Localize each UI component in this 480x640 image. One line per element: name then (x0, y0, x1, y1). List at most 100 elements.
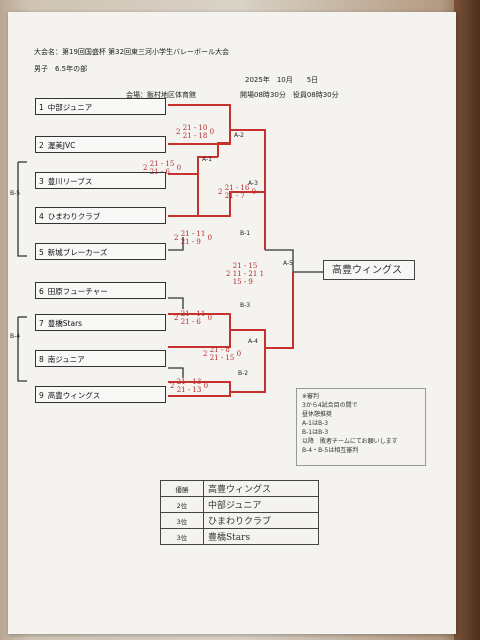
bracket-lines (17, 104, 323, 397)
sets-won-right: 0 (236, 350, 242, 358)
sets-won-left: 2 (218, 188, 223, 196)
set-score: 21 - 13 (176, 378, 202, 386)
sets-won-right: 0 (207, 234, 213, 242)
team-number: 8 (39, 355, 44, 364)
sets-won-left: 2 (174, 234, 179, 242)
bracket-sheet: 大会名：第19回国盛杯 第32回東三河小学生バレーボール大会 男子 6.5年の部… (8, 12, 456, 634)
notes-line: B-1はB-3 (302, 429, 329, 436)
notes-title: ※審判 (302, 393, 320, 400)
set-score: 11 - 21 (232, 270, 258, 278)
category-label: 男子 6.5年の部 (34, 65, 88, 73)
rank-place: 2位 (160, 496, 204, 513)
match-label-a1: A-1 (202, 156, 212, 163)
set-score: 15 - 9 (232, 278, 253, 286)
team-name: 田原フューチャー (47, 287, 108, 296)
set-score: 21 - 15 (149, 160, 175, 168)
notes-line: 3から4試合目の間で (302, 402, 358, 409)
team-number: 2 (39, 141, 44, 150)
sets-won-right: 0 (251, 188, 257, 196)
sets-won-left: 2 (170, 382, 175, 390)
sets-won-right: 1 (259, 270, 265, 278)
team-name: ひまわりクラブ (47, 212, 101, 221)
sets-won-left: 2 (203, 350, 208, 358)
match-label-a2: A-2 (234, 132, 244, 139)
team-name: 高豊ウィングス (47, 391, 101, 400)
match-label-b3: B-3 (240, 302, 251, 309)
set-score: 21 - 15 (209, 354, 235, 362)
rank-team: 中部ジュニア (203, 496, 319, 513)
rank-place: 3位 (160, 528, 204, 545)
team-number: 4 (39, 212, 44, 221)
team-number: 6 (39, 287, 44, 296)
sets-won-right: 0 (207, 314, 213, 322)
set-score: 21 - 11 (180, 230, 206, 238)
notes-line: B-4・B-5は相互審判 (302, 447, 359, 454)
match-label-b5: B-5 (10, 190, 21, 197)
sets-won-left: 2 (226, 270, 231, 278)
set-score: 21 - 6 (180, 318, 201, 326)
team-name: 豊川リーブス (47, 177, 93, 186)
match-label-a4: A-4 (248, 338, 258, 345)
sets-won-left: 2 (143, 164, 148, 172)
team-number: 1 (39, 103, 44, 112)
team-name: 新城ブレーカーズ (47, 248, 108, 257)
venue-label: 会場：飯村地区体育館 (126, 91, 196, 99)
team-name: 南ジュニア (47, 355, 85, 364)
times-label: 開場08時30分 役員08時30分 (240, 91, 339, 99)
set-score: 21 - 15 (232, 262, 258, 270)
match-label-b2: B-2 (238, 370, 249, 377)
sets-won-left: 2 (174, 314, 179, 322)
match-label-b4: B-4 (10, 333, 21, 340)
set-score: 21 - 18 (182, 132, 208, 140)
sets-won-right: 0 (176, 164, 182, 172)
set-score: 21 - 16 (224, 184, 250, 192)
notes-line: A-1はB-3 (302, 420, 329, 427)
match-label-a5: A-5 (283, 260, 293, 267)
wood-edge (454, 0, 480, 640)
rank-team: ひまわりクラブ (203, 512, 319, 529)
team-number: 9 (39, 391, 44, 400)
team-name: 中部ジュニア (47, 103, 93, 112)
team-name: 渥美JVC (47, 141, 76, 150)
set-score: 21 - 11 (180, 310, 206, 318)
set-score: 21 - 13 (176, 386, 202, 394)
rank-team: 高豊ウィングス (203, 480, 319, 497)
set-score: 21 - 9 (180, 238, 201, 246)
rank-place: 3位 (160, 512, 204, 529)
date-label: 2025年 10月 5日 (245, 76, 319, 84)
set-score: 21 - 10 (182, 124, 208, 132)
match-label-a3: A-3 (248, 180, 258, 187)
sets-won-right: 0 (209, 128, 215, 136)
champion-box: 高豊ウィングス (323, 260, 415, 280)
table-row: 優勝高豊ウィングス (160, 480, 319, 497)
notes-line: 昼休憩推奨 (302, 411, 333, 418)
rank-place: 優勝 (160, 480, 204, 497)
team-number: 5 (39, 248, 44, 257)
table-row: 3位豊橋Stars (160, 528, 319, 545)
sets-won-left: 2 (176, 128, 181, 136)
tournament-title: 大会名：第19回国盛杯 第32回東三河小学生バレーボール大会 (34, 48, 230, 56)
referee-notes: ※審判 3から4試合目の間で 昼休憩推奨 A-1はB-3 B-1はB-3 以降 … (296, 388, 426, 466)
rank-team: 豊橋Stars (203, 528, 319, 545)
team-name: 豊橋Stars (47, 319, 83, 328)
team-number: 7 (39, 319, 44, 328)
sets-won-right: 0 (203, 382, 209, 390)
notes-line: 以降 敗者チームにてお願いします (302, 438, 398, 445)
team-number: 3 (39, 177, 44, 186)
